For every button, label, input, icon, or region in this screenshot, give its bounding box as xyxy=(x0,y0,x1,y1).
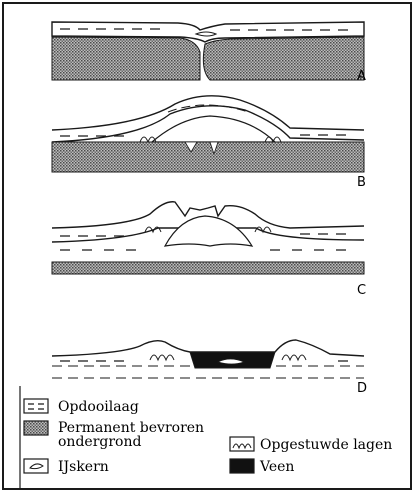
legend-label-permafrost: Permanent bevroren ondergrond xyxy=(58,420,209,450)
legend-label-ijskern: IJskern xyxy=(58,459,109,475)
legend-item-permafrost: Permanent bevroren ondergrond xyxy=(24,420,209,450)
legend-item-veen: Veen xyxy=(230,459,294,475)
panel-label-b: B xyxy=(357,175,366,190)
legend-item-opdooilaag: Opdooilaag xyxy=(24,399,139,415)
panel-c: C xyxy=(52,202,366,298)
stippled-fill-symbol xyxy=(24,421,48,435)
solid-black-symbol xyxy=(230,459,254,473)
legend: Opdooilaag Permanent bevroren ondergrond… xyxy=(24,399,392,475)
legend-item-opgestuwde-lagen: Opgestuwde lagen xyxy=(230,437,392,453)
legend-label-veen: Veen xyxy=(259,459,294,475)
panel-label-d: D xyxy=(357,381,367,396)
panel-a: A xyxy=(52,22,366,84)
panel-label-a: A xyxy=(357,69,366,84)
dashed-layer-symbol xyxy=(24,399,48,413)
legend-label-opdooilaag: Opdooilaag xyxy=(58,399,139,415)
panel-label-c: C xyxy=(357,283,366,298)
legend-item-ijskern: IJskern xyxy=(24,459,109,475)
panel-d: D xyxy=(52,340,367,396)
ice-lens-symbol xyxy=(24,459,48,473)
panel-b: B xyxy=(52,96,366,190)
legend-label-opgestuwde-lagen: Opgestuwde lagen xyxy=(260,437,392,453)
